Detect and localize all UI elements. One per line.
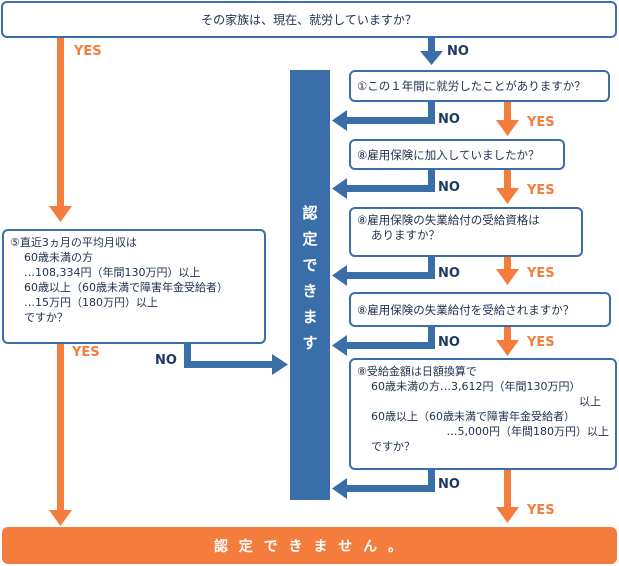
arrow-q1-yes: [496, 100, 519, 136]
question-1: ①この１年間に就労したことがありますか？: [349, 70, 610, 102]
question-left-line: …15万円（180万円）以上: [24, 296, 158, 309]
result-eligible-char: す: [302, 334, 318, 352]
arrow-q3-no: [332, 255, 435, 286]
label-yes-top: YES: [74, 44, 102, 59]
label-yes-left: YES: [72, 345, 100, 360]
arrow-q2-yes: [496, 168, 519, 204]
arrow-q4-yes: [496, 325, 519, 356]
question-5-line: ⑧受給金額は日額換算で: [357, 365, 477, 378]
question-3: ⑧雇用保険の失業給付の受給資格は ありますか？: [349, 207, 583, 257]
question-5-line: …5,000円（年間180万円）以上: [446, 425, 610, 438]
label-no-left: NO: [155, 353, 177, 368]
arrow-q1-no: [332, 100, 435, 131]
question-left: ⑤直近3ヵ月の平均月収は 60歳未満の方 …108,334円（年間130万円）以…: [2, 229, 266, 344]
result-not-eligible-bar: 認 定 で き ま せ ん 。: [2, 527, 617, 564]
label-yes-q4: YES: [527, 335, 555, 350]
question-5: ⑧受給金額は日額換算で 60歳未満の方…3,612円（年間130万円） 以上 6…: [349, 358, 617, 470]
label-no-q5: NO: [438, 477, 460, 492]
question-2: ⑧雇用保険に加入していましたか？: [349, 139, 565, 170]
arrow-left-yes-bottom: [49, 342, 72, 526]
label-yes-q5: YES: [527, 503, 555, 518]
arrow-q3-yes: [496, 255, 519, 285]
result-eligible-char: で: [302, 256, 318, 274]
arrow-q5-no: [332, 468, 435, 499]
question-5-line: 以上: [579, 395, 601, 408]
question-5-line: ですか？: [371, 440, 415, 453]
label-yes-q1: YES: [527, 115, 555, 130]
label-no-top: NO: [447, 44, 469, 59]
question-3-line: ありますか？: [371, 228, 440, 242]
question-left-line: ですか？: [24, 311, 68, 324]
question-top-text: その家族は、現在、就労していますか？: [201, 13, 417, 27]
question-left-line: 60歳以上（60歳未満で障害年金受給者）: [24, 281, 228, 294]
arrow-top-no-q1: [420, 38, 443, 65]
arrow-top-yes-left: [49, 38, 72, 222]
arrow-q4-no: [332, 325, 435, 356]
result-not-eligible-text: 認 定 で き ま せ ん 。: [213, 538, 406, 555]
question-top: その家族は、現在、就労していますか？: [1, 1, 617, 38]
result-eligible-bar: 認 定 で き ま す: [290, 70, 330, 500]
result-eligible-char: き: [302, 282, 318, 300]
label-no-q4: NO: [438, 335, 460, 350]
question-5-line: 60歳以上（60歳未満で障害年金受給者）: [371, 410, 575, 423]
question-1-text: ①この１年間に就労したことがありますか？: [357, 79, 586, 93]
arrow-q2-no: [332, 168, 435, 199]
question-2-text: ⑧雇用保険に加入していましたか？: [357, 147, 540, 162]
question-5-line: 60歳未満の方…3,612円（年間130万円）: [371, 380, 581, 393]
label-yes-q2: YES: [527, 183, 555, 198]
arrow-q5-yes: [496, 468, 519, 523]
label-no-q3: NO: [438, 266, 460, 281]
question-3-line: ⑧雇用保険の失業給付の受給資格は: [357, 213, 540, 227]
question-left-line: 60歳未満の方: [24, 251, 93, 264]
question-left-line: …108,334円（年間130万円）以上: [24, 266, 201, 279]
question-left-line: ⑤直近3ヵ月の平均月収は: [10, 236, 137, 249]
label-no-q2: NO: [438, 180, 460, 195]
arrow-left-no: [184, 342, 288, 375]
label-no-q1: NO: [438, 112, 460, 127]
label-yes-q3: YES: [527, 266, 555, 281]
result-eligible-char: ま: [302, 308, 318, 326]
question-4: ⑧雇用保険の失業給付を受給されますか？: [349, 292, 611, 327]
result-eligible-char: 定: [302, 230, 318, 248]
result-eligible-char: 認: [302, 204, 318, 222]
question-4-text: ⑧雇用保険の失業給付を受給されますか？: [357, 302, 575, 317]
